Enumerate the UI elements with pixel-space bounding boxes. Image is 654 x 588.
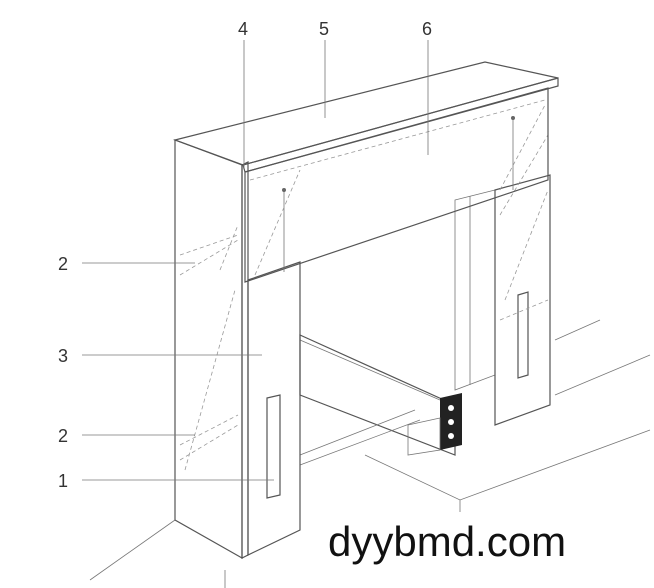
dock-bumper (407, 393, 462, 456)
right-side-panel (494, 134, 551, 426)
callout-4: 4 (238, 19, 248, 39)
callout-3: 3 (58, 346, 68, 366)
callout-2-lower: 2 (58, 426, 68, 446)
callout-1: 1 (58, 471, 68, 491)
top-hood (172, 61, 559, 173)
callout-2-upper: 2 (58, 254, 68, 274)
left-side-panel (174, 139, 301, 560)
callout-6: 6 (422, 19, 432, 39)
leader-lines (82, 40, 429, 481)
callout-5: 5 (319, 19, 329, 39)
top-curtain (244, 87, 549, 283)
watermark-text: dyybmd.com (328, 518, 566, 565)
floor-lines (89, 319, 651, 588)
